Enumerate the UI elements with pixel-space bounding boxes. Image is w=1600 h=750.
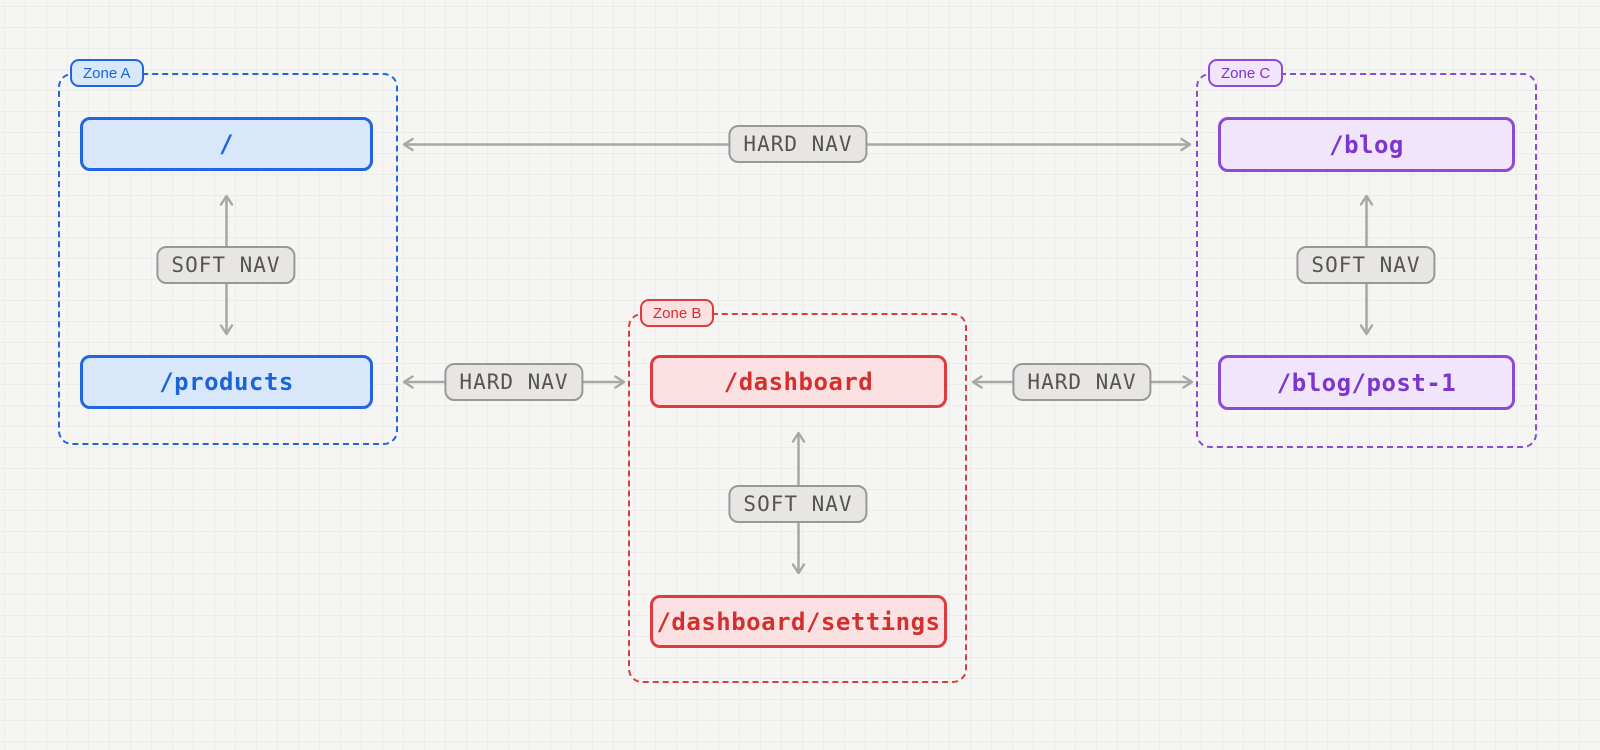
zone-b-boundary	[628, 313, 967, 683]
hard-nav-label-products-dashboard: HARD NAV	[444, 363, 584, 401]
node-blog: /blog	[1218, 117, 1515, 172]
zone-a-boundary	[58, 73, 398, 445]
hard-nav-label-top: HARD NAV	[728, 125, 868, 163]
node-dashboard-settings: /dashboard/settings	[650, 595, 947, 648]
node-root: /	[80, 117, 373, 171]
zone-b-badge: Zone B	[640, 299, 715, 327]
hard-nav-label-dashboard-blogpost: HARD NAV	[1012, 363, 1152, 401]
node-products: /products	[80, 355, 373, 409]
zone-c-badge: Zone C	[1208, 59, 1284, 87]
soft-nav-label-zone-a: SOFT NAV	[156, 246, 296, 284]
soft-nav-label-zone-c: SOFT NAV	[1296, 246, 1436, 284]
zone-a-badge: Zone A	[70, 59, 144, 87]
soft-nav-label-zone-b: SOFT NAV	[728, 485, 868, 523]
node-dashboard: /dashboard	[650, 355, 947, 408]
zone-c-boundary	[1196, 73, 1537, 448]
node-blog-post-1: /blog/post-1	[1218, 355, 1515, 410]
